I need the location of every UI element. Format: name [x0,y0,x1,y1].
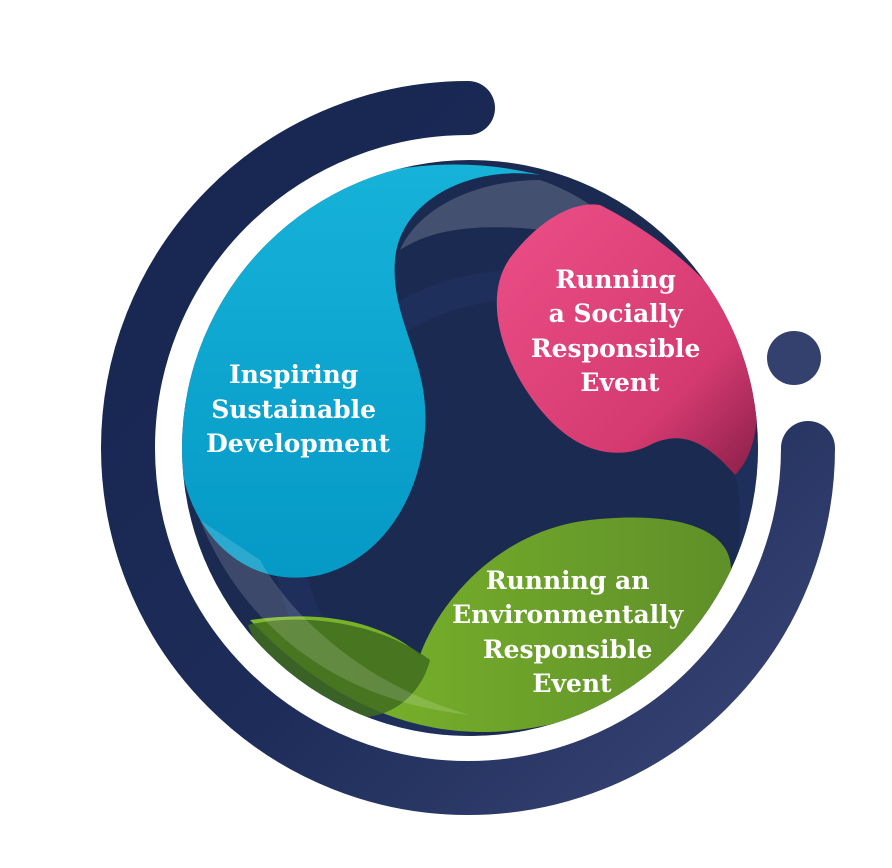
label-socially-responsible: Running a Socially Responsible Event [531,265,709,397]
label-line: a Socially [549,299,685,328]
label-line: Event [580,368,660,397]
label-line: Responsible [483,635,653,664]
label-line: Inspiring [229,360,358,389]
label-line: Responsible [531,334,701,363]
outer-ring-arc [101,81,835,815]
blue-blob [182,164,540,578]
pink-blob [496,204,758,476]
label-line: Running [555,265,675,294]
top-overlap-band [400,180,680,300]
label-sustainable-development: Inspiring Sustainable Development [206,360,390,458]
label-line: Environmentally [452,600,685,629]
green-lip [248,619,430,718]
label-line: Running an [486,566,650,595]
label-line: Event [532,669,612,698]
ring-dot [767,331,821,385]
label-line: Development [206,429,390,458]
bottom-overlap-band [200,520,470,715]
label-line: Sustainable [211,395,376,424]
label-environmentally-responsible: Running an Environmentally Responsible E… [452,566,692,698]
